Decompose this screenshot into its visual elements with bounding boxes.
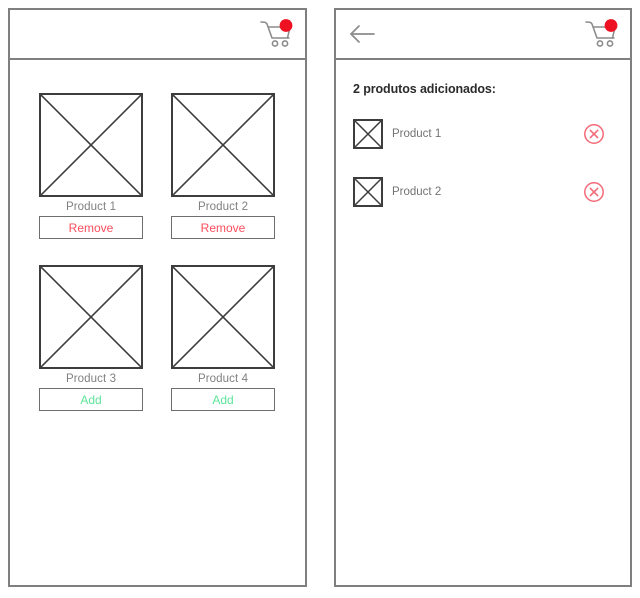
product-card: Product 3 Add <box>39 265 143 411</box>
product-grid-row: Product 3 Add Product 4 Add <box>39 265 284 411</box>
product-name: Product 2 <box>197 201 249 213</box>
image-placeholder-icon <box>39 265 143 369</box>
catalog-body: Product 1 Remove Product 2 Remove <box>10 60 305 585</box>
shopping-cart-icon[interactable] <box>259 18 295 50</box>
product-grid-row: Product 1 Remove Product 2 Remove <box>39 93 284 239</box>
product-card: Product 2 Remove <box>171 93 275 239</box>
product-name: Product 4 <box>197 373 249 385</box>
add-product-button[interactable]: Add <box>39 388 143 411</box>
product-card: Product 1 Remove <box>39 93 143 239</box>
list-item: Product 2 <box>353 176 615 208</box>
catalog-screen: Product 1 Remove Product 2 Remove <box>8 8 307 587</box>
image-placeholder-icon <box>353 177 383 207</box>
catalog-header <box>10 10 305 60</box>
image-placeholder-icon <box>353 119 383 149</box>
remove-product-button[interactable]: Remove <box>171 216 275 239</box>
shopping-cart-icon[interactable] <box>584 18 620 50</box>
cart-item-name: Product 1 <box>392 128 442 140</box>
add-product-button[interactable]: Add <box>171 388 275 411</box>
cart-item-name: Product 2 <box>392 186 442 198</box>
cart-header <box>336 10 630 60</box>
circle-x-icon[interactable] <box>583 123 605 145</box>
back-arrow-icon[interactable] <box>348 21 378 47</box>
cart-body: 2 produtos adicionados: Product 1 <box>336 60 630 585</box>
list-item: Product 1 <box>353 118 615 150</box>
image-placeholder-icon <box>39 93 143 197</box>
image-placeholder-icon <box>171 93 275 197</box>
cart-item-list: Product 1 Product 2 <box>353 118 615 234</box>
circle-x-icon[interactable] <box>583 181 605 203</box>
remove-product-button[interactable]: Remove <box>39 216 143 239</box>
product-card: Product 4 Add <box>171 265 275 411</box>
image-placeholder-icon <box>171 265 275 369</box>
cart-heading: 2 produtos adicionados: <box>353 82 496 96</box>
product-name: Product 1 <box>65 201 117 213</box>
cart-screen: 2 produtos adicionados: Product 1 <box>334 8 632 587</box>
product-name: Product 3 <box>65 373 117 385</box>
product-grid: Product 1 Remove Product 2 Remove <box>39 93 284 437</box>
